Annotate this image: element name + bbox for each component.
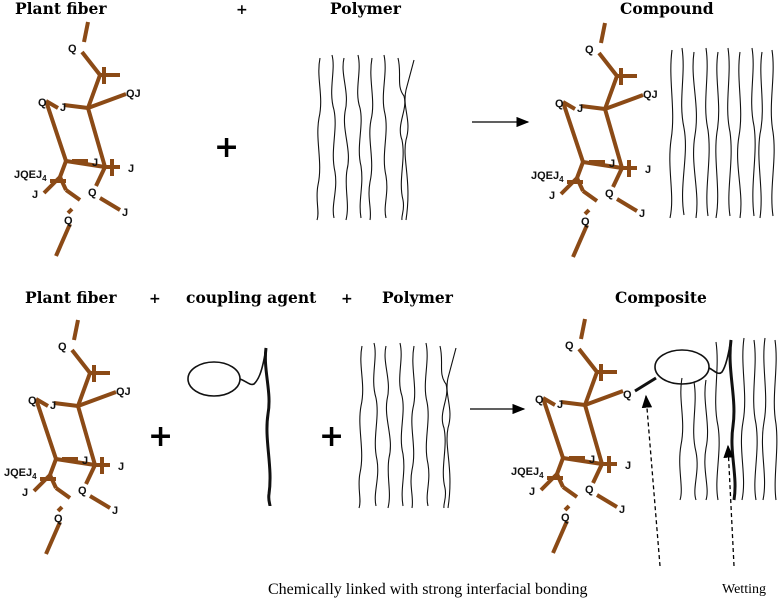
coupling-agent-molecule xyxy=(186,346,272,508)
molecule-label: QJ xyxy=(116,386,131,398)
row1-plant-fiber-title: Plant fiber xyxy=(15,0,107,18)
molecule-label: Q xyxy=(68,43,77,55)
row2-big-plus-a: + xyxy=(148,419,173,454)
molecule-label: J xyxy=(22,487,28,499)
row2-polymer-title: Polymer xyxy=(382,288,454,307)
molecule-label-jqej4: JQEJ4 xyxy=(531,170,564,184)
molecule-label: Q xyxy=(78,485,87,497)
row1-plus-sign: + xyxy=(236,2,248,18)
row1-compound-polymer-bundle xyxy=(669,47,775,219)
molecule-label: J xyxy=(625,460,631,472)
molecule-label-jqej4: JQEJ4 xyxy=(511,466,544,480)
molecule-label-jqej4: JQEJ4 xyxy=(4,467,37,481)
molecule-label: Q xyxy=(555,98,564,110)
row2-composite-title: Composite xyxy=(615,288,707,307)
molecule-label: Q xyxy=(581,216,590,228)
bonding-indicator-arrow xyxy=(641,394,661,567)
molecule-label: J xyxy=(92,157,98,169)
molecule-label: J xyxy=(118,461,124,473)
composite-polymer-bundle xyxy=(679,337,778,501)
wetting-indicator-arrow xyxy=(723,444,735,567)
molecule-label: J xyxy=(645,164,651,176)
row2-polymer-bundle xyxy=(358,342,457,509)
composite-chemical-link xyxy=(634,376,657,393)
molecule-label: J xyxy=(112,505,118,517)
row2-composite-fiber-molecule: Q Q J J J JQEJ4 J Q J Q xyxy=(511,317,631,555)
row2-plant-fiber-molecule: Q QJ Q J J J JQEJ4 J Q J Q xyxy=(4,318,131,556)
molecule-label: J xyxy=(549,190,555,202)
molecule-label: Q xyxy=(64,215,73,227)
molecule-label: J xyxy=(128,163,134,175)
molecule-label: Q xyxy=(54,513,63,525)
molecule-label: QJ xyxy=(126,88,141,100)
row2-plus-sign-b: + xyxy=(341,291,353,307)
molecule-label: Q xyxy=(38,97,47,109)
molecule-label: Q xyxy=(565,340,574,352)
row2-coupling-agent-title: coupling agent xyxy=(186,288,317,307)
molecule-label: J xyxy=(529,486,535,498)
row1-big-plus: + xyxy=(214,130,239,165)
row2-plus-sign-a: + xyxy=(149,291,161,307)
molecule-label: QJ xyxy=(643,89,658,101)
molecule-label: J xyxy=(82,455,88,467)
molecule-label: J xyxy=(122,207,128,219)
row2-big-plus-b: + xyxy=(319,419,344,454)
row1-compound-title: Compound xyxy=(620,0,714,18)
molecule-label: Q xyxy=(585,484,594,496)
molecule-label: Q xyxy=(585,44,594,56)
bonding-caption: Chemically linked with strong interfacia… xyxy=(268,581,587,598)
row1-polymer-bundle xyxy=(316,54,415,221)
molecule-label: J xyxy=(589,454,595,466)
molecule-label-jqej4: JQEJ4 xyxy=(14,169,47,183)
row1-compound-fiber-molecule: Q QJ Q J J J JQEJ4 J Q J Q xyxy=(531,21,658,259)
molecule-label: Q xyxy=(561,512,570,524)
composite-coupling-agent xyxy=(654,339,737,501)
row2-plant-fiber-title: Plant fiber xyxy=(25,288,117,307)
molecule-label: Q xyxy=(58,341,67,353)
row1-polymer-title: Polymer xyxy=(330,0,402,18)
molecule-label: J xyxy=(50,400,56,412)
molecule-label: J xyxy=(60,102,66,114)
molecule-label: Q xyxy=(28,395,37,407)
composite-bond-q-label: Q xyxy=(623,389,632,401)
molecule-label: J xyxy=(609,158,615,170)
wetting-caption: Wetting xyxy=(722,582,766,597)
molecule-label: Q xyxy=(88,187,97,199)
molecule-label: Q xyxy=(605,188,614,200)
molecule-label: Q xyxy=(535,394,544,406)
molecule-label: J xyxy=(577,103,583,115)
row1-plant-fiber-molecule: Q QJ Q J J J JQEJ4 J Q J Q xyxy=(14,20,141,258)
molecule-label: J xyxy=(32,189,38,201)
molecule-label: J xyxy=(557,399,563,411)
molecule-label: J xyxy=(619,504,625,516)
molecule-label: J xyxy=(639,208,645,220)
